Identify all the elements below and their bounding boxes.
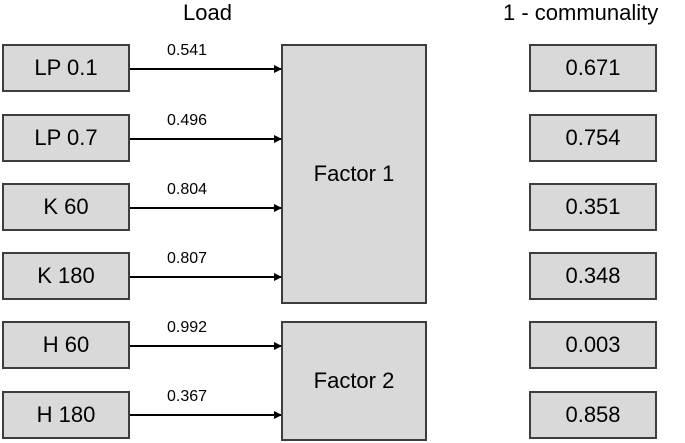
- load-value-lp01: 0.541: [167, 42, 208, 59]
- load-value-k180: 0.807: [167, 250, 208, 267]
- uniqueness-box-lp07: 0.754: [529, 114, 657, 162]
- uniqueness-box-h60: 0.003: [529, 321, 657, 369]
- load-value-h60: 0.992: [167, 319, 208, 336]
- uniqueness-box-k180: 0.348: [529, 252, 657, 300]
- load-value-h180: 0.367: [167, 388, 208, 405]
- uniqueness-box-lp01: 0.671: [529, 44, 657, 92]
- factor-1-box: Factor 1: [281, 44, 427, 304]
- variable-box-k60: K 60: [2, 183, 130, 231]
- load-value-k60: 0.804: [167, 181, 208, 198]
- factor-2-box: Factor 2: [281, 321, 427, 441]
- load-heading: Load: [183, 0, 232, 25]
- uniqueness-box-k60: 0.351: [529, 183, 657, 231]
- variable-box-h180: H 180: [2, 391, 130, 439]
- variable-box-lp07: LP 0.7: [2, 114, 130, 162]
- communality-heading: 1 - communality: [503, 0, 659, 25]
- variable-box-h60: H 60: [2, 321, 130, 369]
- variable-box-lp01: LP 0.1: [2, 44, 130, 92]
- uniqueness-box-h180: 0.858: [529, 391, 657, 439]
- variable-box-k180: K 180: [2, 252, 130, 300]
- load-value-lp07: 0.496: [167, 112, 208, 129]
